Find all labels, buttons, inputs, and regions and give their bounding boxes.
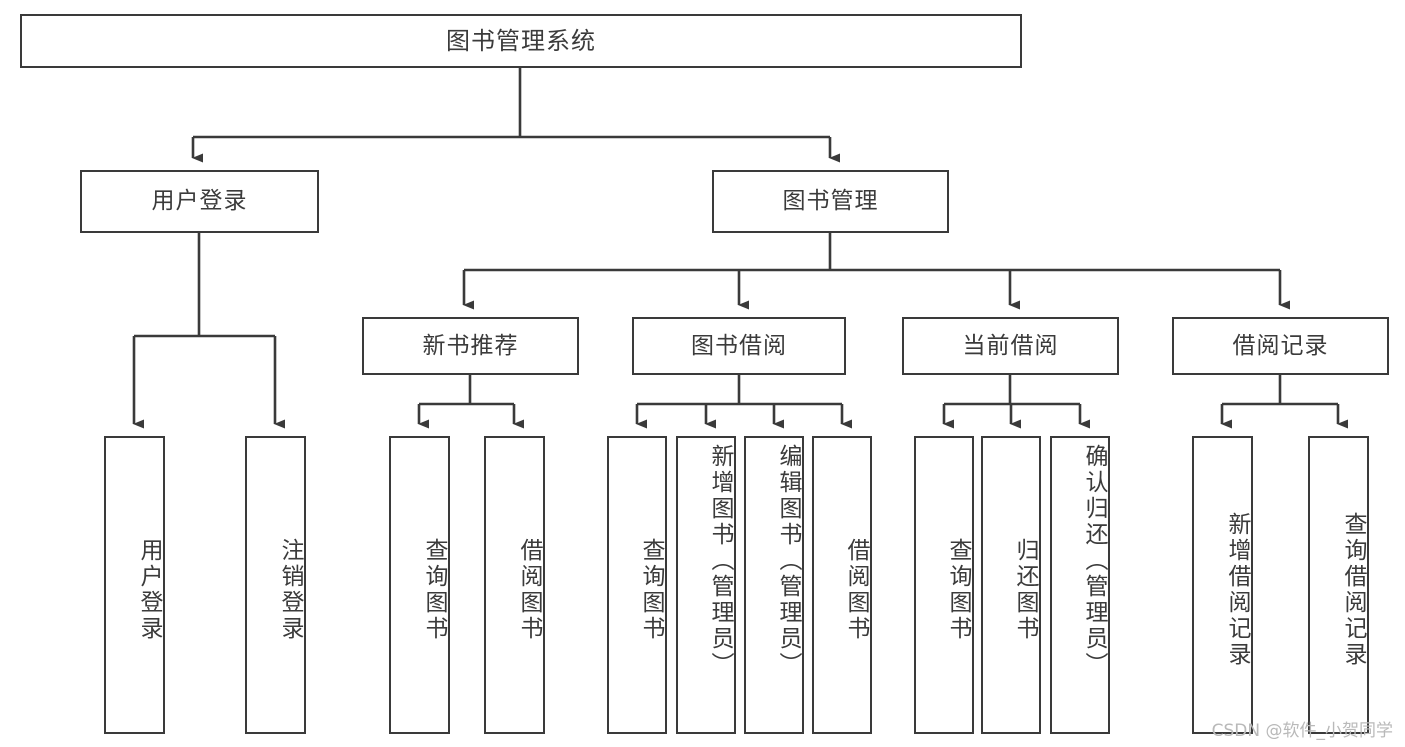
leaf-book-borrow-query-book[interactable]: 查询图书 — [607, 436, 667, 734]
node-label: 新增图书（管理员） — [707, 444, 733, 678]
leaf-new-book-query-book[interactable]: 查询图书 — [389, 436, 450, 734]
leaf-user-login-logout[interactable]: 注销登录 — [245, 436, 306, 734]
node-label: 编辑图书（管理员） — [775, 444, 801, 678]
node-current-borrow[interactable]: 当前借阅 — [902, 317, 1119, 375]
node-user-login[interactable]: 用户登录 — [80, 170, 319, 233]
node-label: 查询图书 — [421, 538, 447, 642]
leaf-borrow-record-query-record[interactable]: 查询借阅记录 — [1308, 436, 1369, 734]
node-label: 查询图书 — [638, 538, 664, 642]
csdn-watermark: CSDN @软件_小贺同学 — [1211, 721, 1393, 741]
node-book-borrow[interactable]: 图书借阅 — [632, 317, 846, 375]
node-label: 确认归还（管理员） — [1081, 444, 1107, 678]
node-label: 注销登录 — [277, 538, 303, 642]
node-book-management[interactable]: 图书管理 — [712, 170, 949, 233]
node-label: 新书推荐 — [422, 332, 519, 359]
node-label: 查询借阅记录 — [1340, 512, 1366, 668]
node-label: 归还图书 — [1012, 538, 1038, 642]
leaf-new-book-borrow-book[interactable]: 借阅图书 — [484, 436, 545, 734]
node-label: 当前借阅 — [962, 332, 1059, 359]
node-label: 图书借阅 — [691, 332, 787, 359]
node-label: 借阅图书 — [843, 538, 869, 642]
node-label: 新增借阅记录 — [1224, 512, 1250, 668]
leaf-current-borrow-return-book[interactable]: 归还图书 — [981, 436, 1041, 734]
node-label: 用户登录 — [136, 538, 162, 642]
leaf-user-login-login[interactable]: 用户登录 — [104, 436, 165, 734]
node-label: 借阅图书 — [516, 538, 542, 642]
leaf-current-borrow-confirm-return-admin[interactable]: 确认归还（管理员） — [1050, 436, 1110, 734]
leaf-book-borrow-add-book-admin[interactable]: 新增图书（管理员） — [676, 436, 736, 734]
leaf-book-borrow-borrow-book[interactable]: 借阅图书 — [812, 436, 872, 734]
node-label: 图书管理 — [782, 188, 879, 215]
node-new-book-recommendation[interactable]: 新书推荐 — [362, 317, 579, 375]
node-borrow-record[interactable]: 借阅记录 — [1172, 317, 1389, 375]
leaf-current-borrow-query-book[interactable]: 查询图书 — [914, 436, 974, 734]
leaf-borrow-record-add-record[interactable]: 新增借阅记录 — [1192, 436, 1253, 734]
node-label: 查询图书 — [945, 538, 971, 642]
node-label: 图书管理系统 — [446, 27, 596, 55]
node-root-book-management-system[interactable]: 图书管理系统 — [20, 14, 1022, 68]
node-label: 借阅记录 — [1232, 332, 1329, 359]
leaf-book-borrow-edit-book-admin[interactable]: 编辑图书（管理员） — [744, 436, 804, 734]
node-label: 用户登录 — [151, 188, 248, 215]
